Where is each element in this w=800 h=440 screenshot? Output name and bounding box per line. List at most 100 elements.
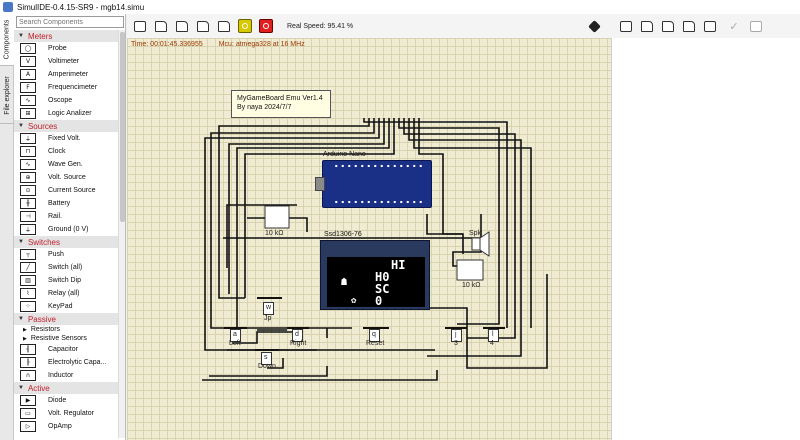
component-item[interactable]: ⊙Current Source bbox=[14, 184, 125, 197]
wire[interactable] bbox=[282, 217, 308, 232]
component-item[interactable]: ⊕Volt. Source bbox=[14, 171, 125, 184]
tab-file-explorer[interactable]: File explorer bbox=[0, 68, 14, 124]
new-circuit-icon[interactable] bbox=[133, 19, 147, 33]
wire[interactable] bbox=[209, 366, 328, 377]
component-item[interactable]: ∩Inductor bbox=[14, 369, 125, 382]
label-right: Right bbox=[290, 340, 307, 347]
expand-arrow-icon: ▶ bbox=[23, 335, 27, 342]
component-label: Capacitor bbox=[48, 346, 78, 353]
power-off-icon[interactable] bbox=[259, 19, 273, 33]
wire[interactable] bbox=[413, 118, 532, 328]
export-icon[interactable] bbox=[217, 19, 231, 33]
category-meters[interactable]: ▼Meters bbox=[14, 30, 125, 42]
component-item[interactable]: ∿Wave Gen. bbox=[14, 158, 125, 171]
keypad-icon: ⁘ bbox=[20, 301, 36, 312]
circuit-canvas[interactable]: Time: 00:01:45.336955 Mcu: atmega328 at … bbox=[127, 38, 611, 440]
speaker-body[interactable] bbox=[471, 237, 481, 251]
wire[interactable] bbox=[426, 214, 463, 235]
wire[interactable] bbox=[408, 118, 522, 357]
component-item[interactable]: ▶Diode bbox=[14, 394, 125, 407]
inductor-icon: ∩ bbox=[20, 370, 36, 381]
component-item[interactable]: ⊣Rail. bbox=[14, 210, 125, 223]
group-resistive-sensors[interactable]: ▶Resistive Sensors bbox=[23, 335, 87, 342]
component-item[interactable]: ▷OpAmp bbox=[14, 420, 125, 433]
fixed-volt-icon: ⏚ bbox=[20, 133, 36, 144]
wire[interactable] bbox=[204, 118, 435, 351]
category-sources[interactable]: ▼Sources bbox=[14, 120, 125, 132]
wire[interactable] bbox=[226, 204, 297, 268]
relay-icon: ⌇ bbox=[20, 288, 36, 299]
component-item[interactable]: ⏚Fixed Volt. bbox=[14, 132, 125, 145]
wire[interactable] bbox=[403, 118, 516, 339]
probe-icon: ◯ bbox=[20, 43, 36, 54]
component-label: Diode bbox=[48, 397, 67, 404]
component-label: Amperimeter bbox=[48, 71, 89, 78]
wire[interactable] bbox=[244, 118, 395, 298]
find-icon[interactable] bbox=[703, 19, 717, 33]
component-label: Volt. Regulator bbox=[48, 410, 94, 417]
wire[interactable] bbox=[210, 118, 375, 329]
compile-icon[interactable]: ✓ bbox=[729, 20, 739, 33]
panel-scrollbar[interactable] bbox=[118, 30, 125, 438]
save-as-icon[interactable] bbox=[196, 19, 210, 33]
oled-text: SC bbox=[375, 282, 390, 296]
component-item[interactable]: ┬Push bbox=[14, 248, 125, 261]
save-code-as-icon[interactable] bbox=[682, 19, 696, 33]
open-file-icon[interactable] bbox=[154, 19, 168, 33]
tab-components[interactable]: Components bbox=[0, 14, 14, 66]
debug-icon[interactable] bbox=[587, 19, 601, 33]
component-item[interactable]: ╫Battery bbox=[14, 197, 125, 210]
component-item[interactable]: ╟Electrolytic Capa... bbox=[14, 356, 125, 369]
wire[interactable] bbox=[228, 118, 385, 294]
component-label: KeyPad bbox=[48, 303, 73, 310]
oled-display[interactable]: HI H0 SC 0 ☗ ✿ bbox=[320, 240, 430, 310]
category-switches[interactable]: ▼Switches bbox=[14, 236, 125, 248]
component-item[interactable]: ⊞Logic Analizer bbox=[14, 107, 125, 120]
wire[interactable] bbox=[232, 331, 297, 344]
wire[interactable] bbox=[218, 118, 370, 299]
component-item[interactable]: ◯Probe bbox=[14, 42, 125, 55]
category-active[interactable]: ▼Active bbox=[14, 382, 125, 394]
category-passive[interactable]: ▼Passive bbox=[14, 313, 125, 325]
new-code-icon[interactable] bbox=[619, 19, 633, 33]
wire[interactable] bbox=[267, 358, 284, 369]
component-item[interactable]: ╢Capacitor bbox=[14, 343, 125, 356]
save-icon[interactable] bbox=[175, 19, 189, 33]
power-on-icon[interactable] bbox=[238, 19, 252, 33]
component-item[interactable]: ▥Switch Dip bbox=[14, 274, 125, 287]
expand-arrow-icon: ▶ bbox=[23, 326, 27, 333]
component-label: Frequencimeter bbox=[48, 84, 98, 91]
arduino-nano[interactable] bbox=[315, 160, 432, 208]
pin-header-bottom[interactable] bbox=[333, 200, 425, 204]
component-item[interactable]: ⏚Ground (0 V) bbox=[14, 223, 125, 236]
key-box-down: s bbox=[261, 352, 272, 365]
wire[interactable] bbox=[202, 370, 438, 381]
component-item[interactable]: ⁘ KeyPad bbox=[14, 300, 125, 313]
component-item[interactable]: ⊓Clock bbox=[14, 145, 125, 158]
circuit-note[interactable]: MyGameBoard Emu Ver1.4 By naya 2024/7/7 bbox=[231, 90, 331, 118]
save-code-icon[interactable] bbox=[661, 19, 675, 33]
component-item[interactable]: ╱Switch (all) bbox=[14, 261, 125, 274]
title-bar: SimulIDE-0.4.15-SR9 - mgb14.simu bbox=[0, 0, 800, 14]
group-resistors[interactable]: ▶Resistors bbox=[23, 326, 61, 333]
scrollbar-thumb[interactable] bbox=[120, 32, 125, 222]
wire[interactable] bbox=[363, 118, 508, 328]
component-item[interactable]: ⌇Relay (all) bbox=[14, 287, 125, 300]
code-editor-area[interactable] bbox=[611, 38, 800, 440]
push-icon: ┬ bbox=[20, 249, 36, 260]
upload-icon[interactable] bbox=[749, 19, 763, 33]
component-item[interactable]: ▭Volt. Regulator bbox=[14, 407, 125, 420]
resistor-pack-left[interactable] bbox=[264, 205, 290, 229]
search-components-input[interactable] bbox=[16, 16, 124, 28]
component-label: Logic Analizer bbox=[48, 110, 92, 117]
component-item[interactable]: ∿Oscope bbox=[14, 94, 125, 107]
wire[interactable] bbox=[398, 118, 500, 325]
label-left: Left bbox=[229, 340, 241, 347]
open-code-icon[interactable] bbox=[640, 19, 654, 33]
resistor-pack-right[interactable] bbox=[456, 259, 484, 281]
pin-header-top[interactable] bbox=[333, 164, 425, 168]
opamp-icon: ▷ bbox=[20, 421, 36, 432]
